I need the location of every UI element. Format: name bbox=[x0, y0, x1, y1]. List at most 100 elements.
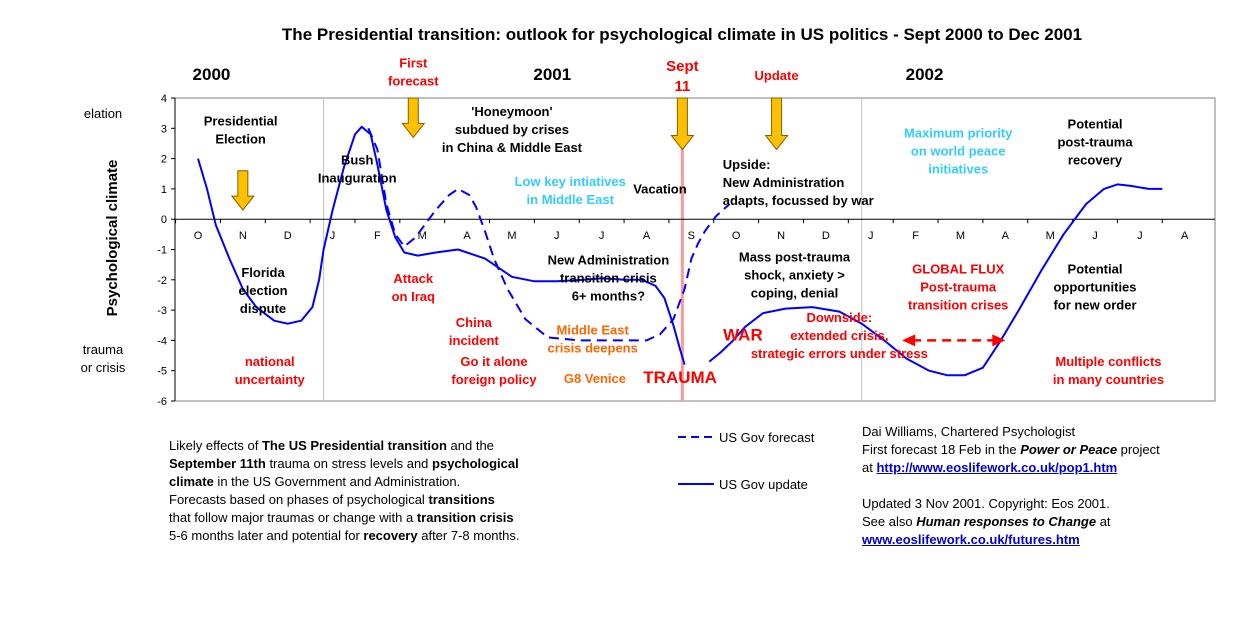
y-tick-label: 0 bbox=[161, 214, 167, 226]
down-arrow-marker bbox=[401, 97, 426, 139]
annotation-label: subdued by crises bbox=[455, 122, 569, 137]
month-tick-label: A bbox=[643, 230, 651, 242]
series-forecast-line bbox=[367, 127, 731, 342]
annotation-label: election bbox=[238, 283, 287, 298]
annotation-label: foreign policy bbox=[451, 372, 537, 387]
y-tick-label: -2 bbox=[157, 275, 167, 287]
y-side-label-trauma: trauma bbox=[83, 342, 124, 357]
month-tick-label: M bbox=[956, 230, 965, 242]
description-line: 5-6 months later and potential for recov… bbox=[169, 528, 520, 543]
annotation-label: dispute bbox=[240, 301, 286, 316]
annotation-label: China bbox=[456, 315, 493, 330]
annotation-label: Attack bbox=[393, 271, 434, 286]
month-tick-label: A bbox=[1002, 230, 1010, 242]
month-tick-label: J bbox=[330, 230, 336, 242]
month-tick-label: O bbox=[194, 230, 203, 242]
down-arrow-marker bbox=[230, 170, 255, 211]
legend: US Gov forecast US Gov update bbox=[678, 430, 815, 492]
annotation-label: GLOBAL FLUX bbox=[912, 262, 1005, 277]
month-tick-label: N bbox=[239, 230, 247, 242]
annotation-label: opportunities bbox=[1053, 280, 1136, 295]
y-tick-label: -6 bbox=[157, 396, 167, 408]
annotation-label: post-trauma bbox=[1057, 134, 1133, 149]
y-tick-label: 2 bbox=[161, 154, 167, 166]
description-line: climate in the US Government and Adminis… bbox=[169, 474, 461, 489]
month-tick-label: O bbox=[732, 230, 741, 242]
y-tick-label: -5 bbox=[157, 366, 167, 378]
y-tick-label: 4 bbox=[161, 93, 167, 105]
legend-label-update: US Gov update bbox=[719, 477, 808, 492]
down-arrow-marker bbox=[764, 97, 789, 151]
annotation-label: on world peace bbox=[911, 143, 1006, 158]
y-tick-label: 3 bbox=[161, 123, 167, 135]
month-tick-label: F bbox=[374, 230, 381, 242]
pop1-link[interactable]: http://www.eoslifework.co.uk/pop1.htm bbox=[876, 460, 1118, 475]
annotation-label: Post-trauma bbox=[920, 280, 997, 295]
chart-title: The Presidential transition: outlook for… bbox=[282, 25, 1082, 44]
credits-line: at http://www.eoslifework.co.uk/pop1.htm bbox=[862, 460, 1118, 475]
big-label: WAR bbox=[723, 325, 763, 344]
range-arrow-head-right bbox=[992, 334, 1006, 347]
credits-block: Dai Williams, Chartered Psychologist Fir… bbox=[862, 423, 1232, 549]
month-tick-label: D bbox=[822, 230, 830, 242]
year-label: 2002 bbox=[906, 65, 944, 84]
annotation-label: Mass post-trauma bbox=[739, 250, 851, 265]
futures-link[interactable]: www.eoslifework.co.uk/futures.htm bbox=[862, 532, 1080, 547]
month-tick-label: M bbox=[507, 230, 516, 242]
credits-line: www.eoslifework.co.uk/futures.htm bbox=[862, 531, 1232, 549]
annotation-label: strategic errors under stress bbox=[751, 346, 928, 361]
series-update-line bbox=[708, 183, 1163, 377]
year-label: 2001 bbox=[533, 65, 571, 84]
y-tick-label: -3 bbox=[157, 305, 167, 317]
annotation-label: Multiple conflicts bbox=[1055, 354, 1161, 369]
annotation-label: Upside: bbox=[723, 157, 771, 172]
annotation-label: Potential bbox=[1068, 262, 1123, 277]
series-update-line bbox=[197, 125, 686, 365]
annotation-label: 'Honeymoon' bbox=[471, 104, 552, 119]
annotation-label: extended crisis, bbox=[790, 328, 888, 343]
month-tick-label: A bbox=[1181, 230, 1189, 242]
month-tick-label: J bbox=[1137, 230, 1143, 242]
annotation-label: adapts, focussed by war bbox=[723, 193, 874, 208]
description-line: Forecasts based on phases of psychologic… bbox=[169, 492, 495, 507]
annotation-label: crisis deepens bbox=[548, 340, 638, 355]
credits-updated: Updated 3 Nov 2001. Copyright: Eos 2001. bbox=[862, 496, 1110, 511]
range-arrow-head-left bbox=[902, 334, 916, 347]
annotation-label: for new order bbox=[1053, 298, 1136, 313]
annotation-label: Inauguration bbox=[318, 171, 397, 186]
month-tick-label: J bbox=[1092, 230, 1098, 242]
month-tick-label: N bbox=[777, 230, 785, 242]
annotation-label: incident bbox=[449, 333, 500, 348]
series bbox=[197, 125, 1163, 377]
credits-line: See also Human responses to Change at bbox=[862, 514, 1111, 529]
year-label: 2000 bbox=[193, 65, 231, 84]
annotation-label: transition crises bbox=[908, 298, 1008, 313]
annotation-label: Go it alone bbox=[460, 354, 527, 369]
month-tick-label: J bbox=[868, 230, 874, 242]
credits-spacer bbox=[862, 477, 1232, 495]
month-tick-label: F bbox=[912, 230, 919, 242]
description-line: September 11th trauma on stress levels a… bbox=[169, 456, 519, 471]
annotation-label: Bush bbox=[341, 153, 374, 168]
month-tick-label: J bbox=[554, 230, 560, 242]
month-tick-label: A bbox=[463, 230, 471, 242]
month-tick-label: M bbox=[418, 230, 427, 242]
annotation-label: Florida bbox=[241, 265, 285, 280]
annotation-label: in many countries bbox=[1053, 372, 1164, 387]
month-tick-label: J bbox=[599, 230, 605, 242]
annotation-label: on Iraq bbox=[392, 289, 435, 304]
annotation-label: Middle East bbox=[557, 322, 630, 337]
annotation-label: Maximum priority bbox=[904, 125, 1013, 140]
y-axis-title: Psychological climate bbox=[104, 160, 121, 317]
annotation-label: G8 Venice bbox=[564, 371, 626, 386]
annotation-label: coping, denial bbox=[751, 286, 838, 301]
annotation-label: shock, anxiety > bbox=[744, 268, 845, 283]
sept11-label: 11 bbox=[674, 78, 690, 95]
annotation-label: Low key intiatives bbox=[515, 174, 626, 189]
big-label: TRAUMA bbox=[643, 368, 717, 387]
y-tick-label: -1 bbox=[157, 245, 167, 257]
y-side-label-elation: elation bbox=[84, 106, 122, 121]
